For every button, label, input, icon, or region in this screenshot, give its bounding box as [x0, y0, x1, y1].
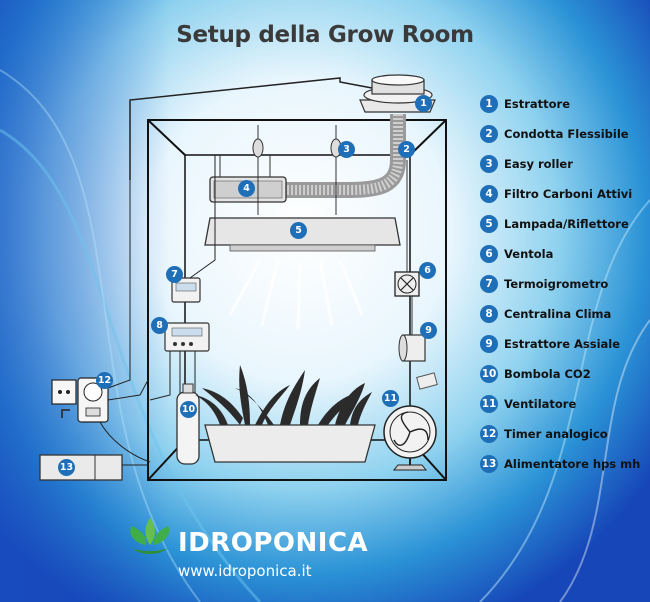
legend-label: Bombola CO2: [504, 367, 591, 381]
diagram-badge-9: 9: [420, 322, 437, 339]
legend-item-estrattore: 1 Estrattore: [480, 94, 570, 114]
legend-number: 10: [480, 365, 498, 383]
legend-item-estrattore-assiale: 9 Estrattore Assiale: [480, 334, 620, 354]
legend-number: 1: [480, 95, 498, 113]
legend-label: Ventilatore: [504, 397, 577, 411]
legend-number: 12: [480, 425, 498, 443]
legend-number: 7: [480, 275, 498, 293]
diagram-badge-3: 3: [338, 141, 355, 158]
legend-label: Centralina Clima: [504, 307, 612, 321]
legend-item-termoigrometro: 7 Termoigrometro: [480, 274, 608, 294]
legend-label: Easy roller: [504, 157, 573, 171]
legend-item-ventola: 6 Ventola: [480, 244, 553, 264]
legend-number: 13: [480, 455, 498, 473]
legend-number: 9: [480, 335, 498, 353]
legend-number: 3: [480, 155, 498, 173]
legend-number: 5: [480, 215, 498, 233]
brand: IDROPONICA: [130, 528, 368, 558]
legend-item-bombola-co2: 10 Bombola CO2: [480, 364, 591, 384]
brand-url[interactable]: www.idroponica.it: [178, 562, 312, 580]
legend-item-condotta-flessibile: 2 Condotta Flessibile: [480, 124, 629, 144]
legend-label: Estrattore Assiale: [504, 337, 621, 351]
legend-number: 2: [480, 125, 498, 143]
plants: [195, 365, 372, 425]
legend-number: 6: [480, 245, 498, 263]
diagram-badge-6: 6: [419, 262, 436, 279]
diagram-badge-1: 1: [415, 95, 432, 112]
legend-label: Lampada/Riflettore: [504, 217, 629, 231]
legend-item-lampada: 5 Lampada/Riflettore: [480, 214, 629, 234]
legend-label: Alimentatore hps mh: [504, 457, 641, 471]
diagram-badge-12: 12: [96, 372, 113, 389]
diagram-badge-7: 7: [166, 266, 183, 283]
idroponica-logo-icon: [130, 518, 170, 554]
legend-label: Condotta Flessibile: [504, 127, 629, 141]
diagram-badge-13: 13: [58, 459, 75, 476]
diagram-badge-10: 10: [180, 401, 197, 418]
diagram-badge-8: 8: [151, 317, 168, 334]
legend-item-centralina-clima: 8 Centralina Clima: [480, 304, 611, 324]
legend-label: Filtro Carboni Attivi: [504, 187, 633, 201]
legend-number: 11: [480, 395, 498, 413]
legend-number: 8: [480, 305, 498, 323]
legend-item-alimentatore: 13 Alimentatore hps mh: [480, 454, 640, 474]
legend-item-easy-roller: 3 Easy roller: [480, 154, 573, 174]
page-title: Setup della Grow Room: [176, 22, 474, 48]
legend-item-filtro-carboni: 4 Filtro Carboni Attivi: [480, 184, 632, 204]
legend-label: Estrattore: [504, 97, 570, 111]
legend-label: Timer analogico: [504, 427, 608, 441]
legend-label: Termoigrometro: [504, 277, 609, 291]
legend-item-ventilatore: 11 Ventilatore: [480, 394, 576, 414]
diagram-badge-5: 5: [290, 222, 307, 239]
legend-label: Ventola: [504, 247, 554, 261]
legend-item-timer-analogico: 12 Timer analogico: [480, 424, 608, 444]
diagram-badge-11: 11: [382, 390, 399, 407]
diagram-badge-4: 4: [238, 180, 255, 197]
diagram-badge-2: 2: [398, 141, 415, 158]
brand-name: IDROPONICA: [178, 528, 369, 558]
legend-number: 4: [480, 185, 498, 203]
